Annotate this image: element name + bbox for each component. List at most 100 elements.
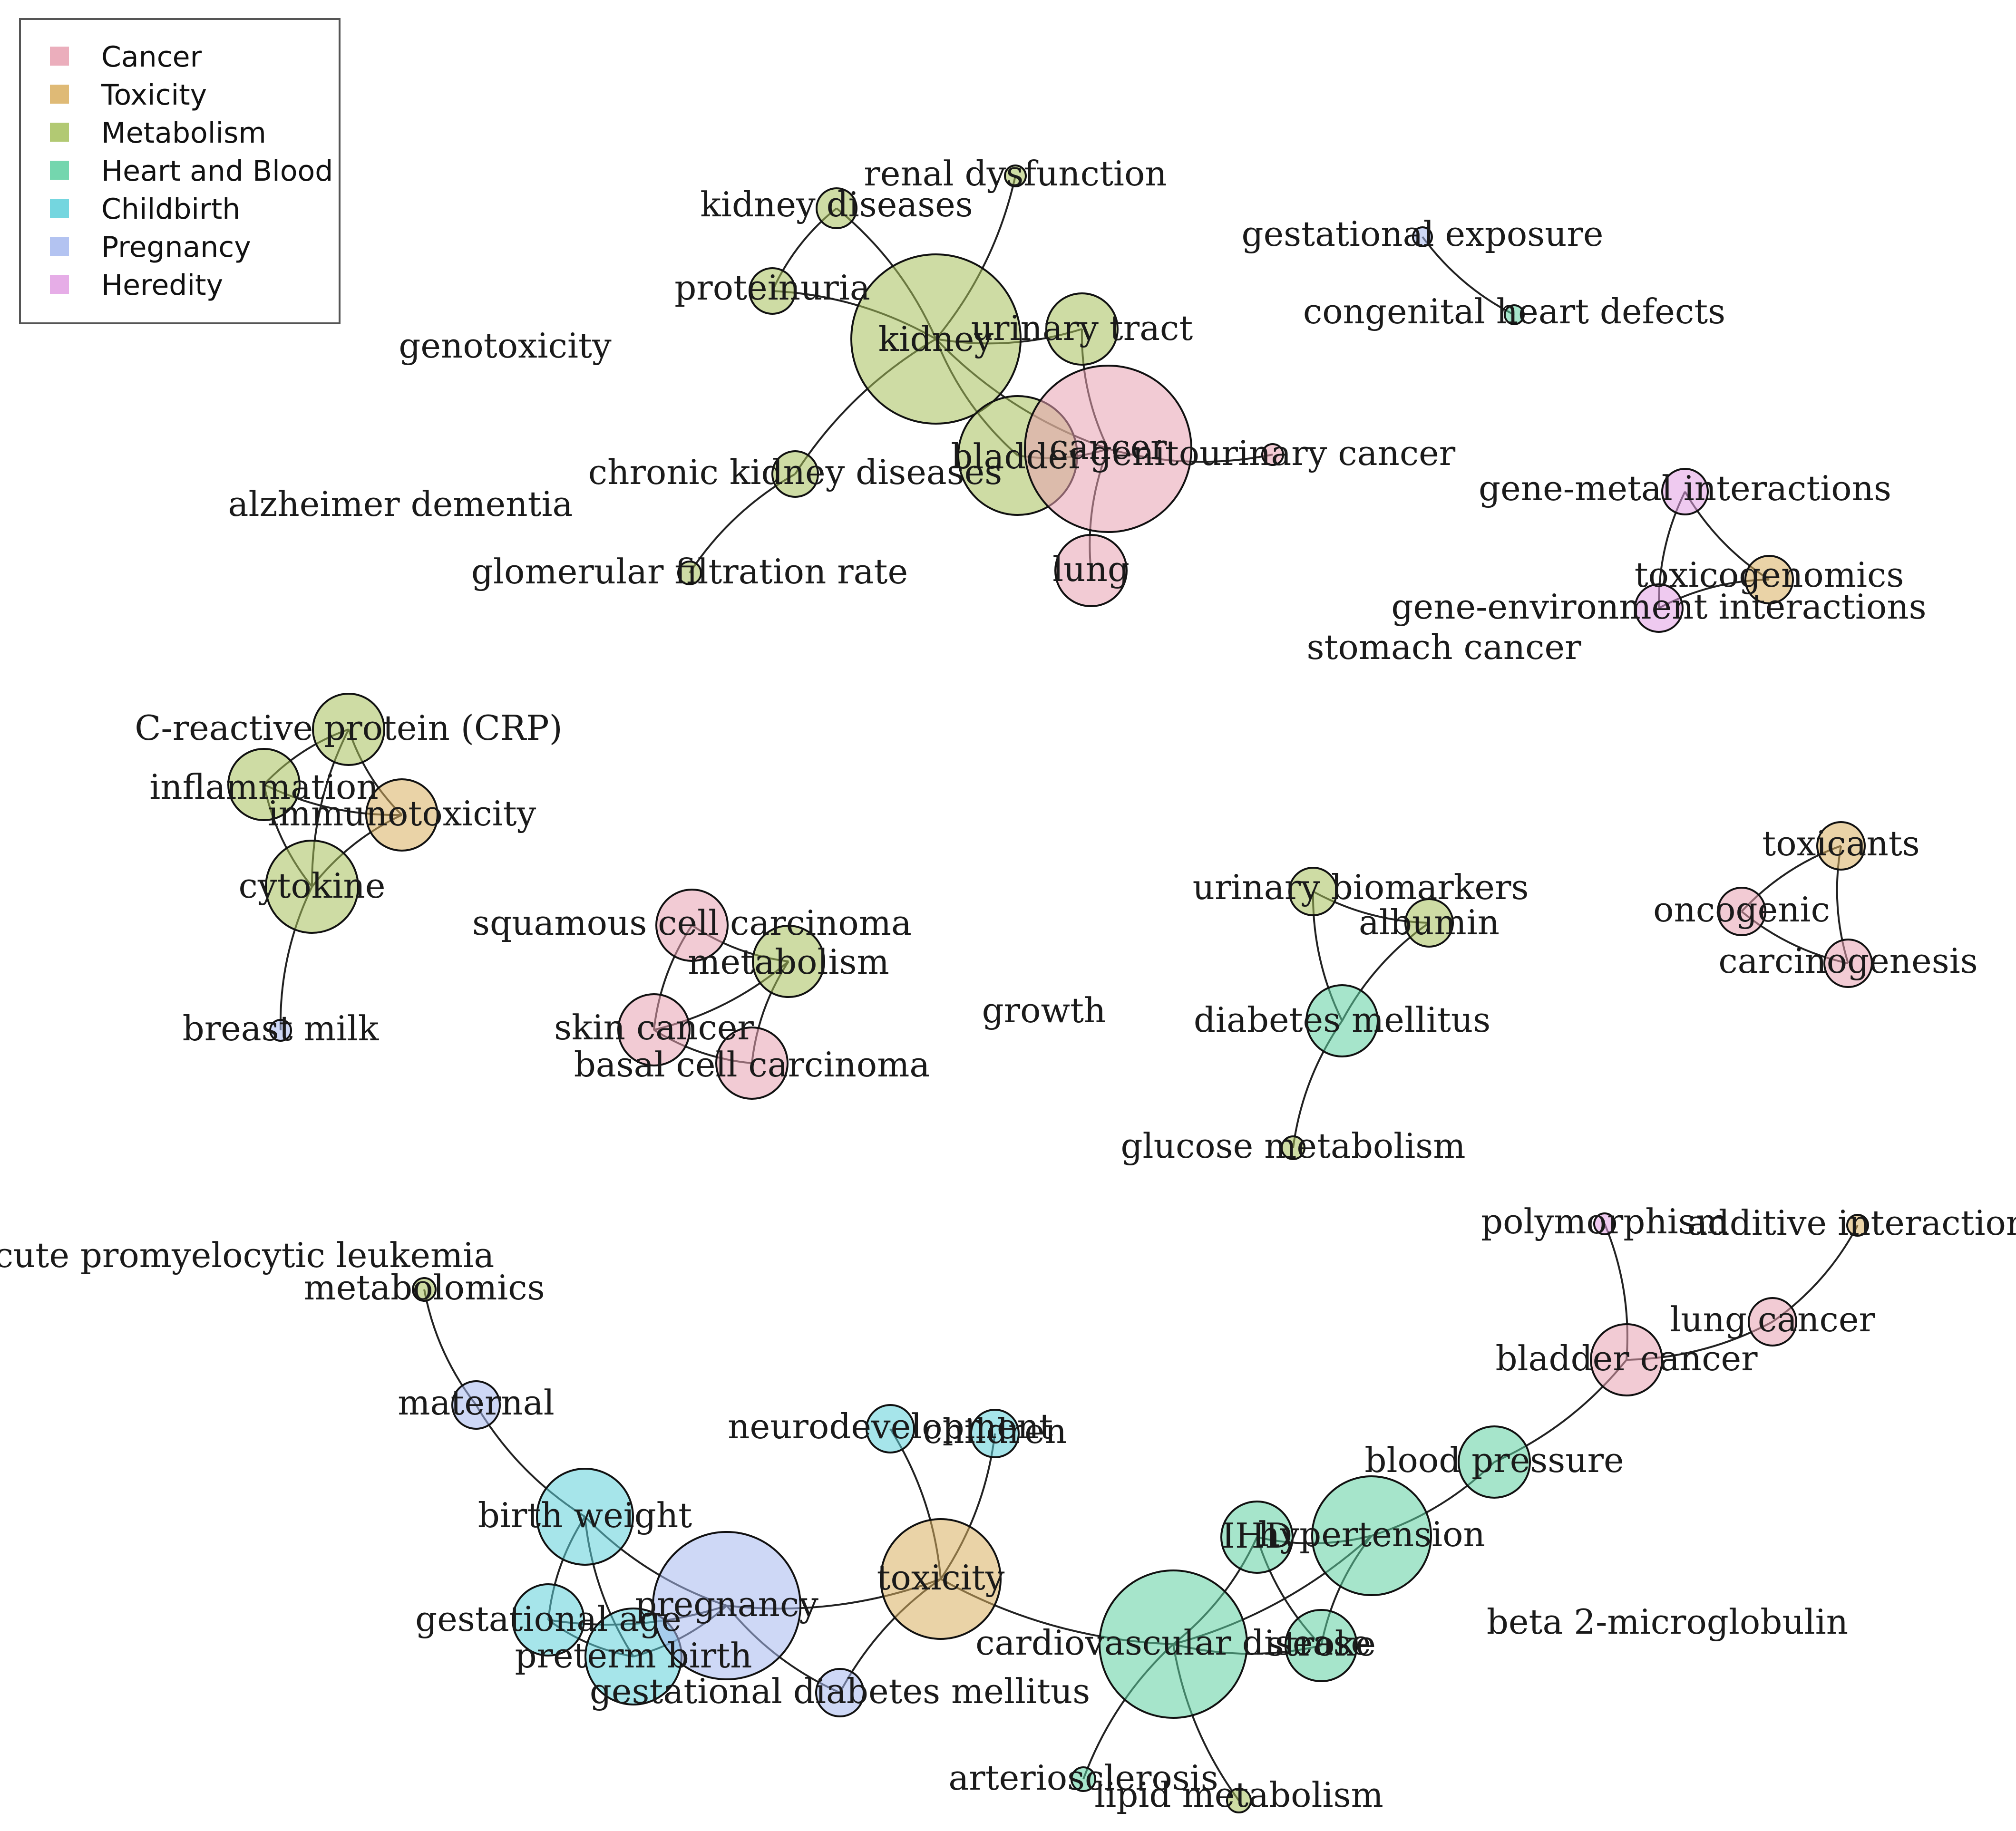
- node-label-maternal: maternal: [398, 1383, 554, 1423]
- node-label-kidney-diseases: kidney diseases: [700, 184, 973, 224]
- node-label-carcinogenesis: carcinogenesis: [1718, 941, 1977, 981]
- node-birth-weight: [536, 1468, 634, 1566]
- node-label-lipid-metabolism: lipid metabolism: [1094, 1775, 1383, 1815]
- node-breast-milk: [269, 1019, 292, 1042]
- legend-label-pregnancy: Pregnancy: [101, 231, 251, 264]
- node-label-neurodevelopment: neurodevelopment: [728, 1406, 1053, 1446]
- node-label-alzheimer-dementia: alzheimer dementia: [228, 484, 573, 524]
- node-label-pregnancy: pregnancy: [635, 1584, 818, 1624]
- node-label-immunotoxicity: immunotoxicity: [268, 794, 536, 833]
- node-label-basal-cell-carcinoma: basal cell carcinoma: [574, 1045, 930, 1085]
- node-label-cytokine: cytokine: [239, 866, 386, 906]
- node-label-polymorphism: polymorphism: [1481, 1201, 1728, 1241]
- legend-swatch-cancer: [50, 47, 69, 66]
- node-inflammation: [227, 748, 301, 821]
- node-skin-cancer: [617, 993, 691, 1066]
- node-label-ihd: IHD: [1222, 1516, 1293, 1556]
- legend-box: [19, 18, 341, 324]
- node-label-bladder-cancer: bladder cancer: [1495, 1338, 1758, 1378]
- node-gene-metal-interactions: [1661, 468, 1709, 515]
- node-pregnancy: [652, 1531, 801, 1680]
- node-cardiovascular-disease: [1099, 1569, 1248, 1719]
- node-ihd: [1220, 1501, 1294, 1574]
- node-basal-cell-carcinoma: [715, 1027, 789, 1100]
- node-label-toxicogenomics: toxicogenomics: [1635, 555, 1904, 595]
- node-hypertension: [1311, 1475, 1432, 1596]
- node-renal-dysfunction: [1004, 165, 1027, 187]
- node-glucose-metabolism: [1281, 1135, 1305, 1160]
- node-toxicants: [1816, 821, 1866, 871]
- node-label-lung-cancer: lung cancer: [1670, 1299, 1875, 1339]
- node-squamous-cell-carcinoma: [655, 889, 729, 962]
- node-diabetes-mellitus: [1305, 984, 1379, 1057]
- node-label-stomach-cancer: stomach cancer: [1307, 627, 1582, 667]
- node-toxicity: [880, 1518, 1002, 1640]
- node-label-gestational-age: gestational age: [415, 1599, 682, 1639]
- node-crp: [312, 693, 385, 766]
- node-stroke: [1285, 1609, 1358, 1682]
- node-urinary-tract: [1045, 292, 1119, 366]
- node-label-toxicants: toxicants: [1762, 823, 1919, 863]
- node-lipid-metabolism: [1226, 1788, 1252, 1813]
- legend-swatch-childbirth: [50, 199, 69, 218]
- legend-label-cancer: Cancer: [101, 40, 202, 74]
- legend-label-metabolism: Metabolism: [101, 116, 266, 150]
- legend-label-toxicity: Toxicity: [101, 78, 207, 112]
- node-label-lung: lung: [1052, 549, 1130, 589]
- node-label-glomerular-filtration-rate: glomerular filtration rate: [471, 552, 908, 591]
- node-label-beta-2-microglobulin: beta 2-microglobulin: [1487, 1602, 1848, 1642]
- node-label-toxicity: toxicity: [877, 1558, 1005, 1598]
- node-label-hypertension: hypertension: [1258, 1514, 1485, 1554]
- node-label-growth: growth: [982, 990, 1106, 1030]
- node-label-squamous-cell-carcinoma: squamous cell carcinoma: [472, 903, 912, 943]
- node-label-gestational-exposure: gestational exposure: [1241, 214, 1603, 254]
- node-label-children: children: [923, 1411, 1067, 1451]
- node-label-skin-cancer: skin cancer: [554, 1008, 754, 1047]
- node-cytokine: [265, 840, 359, 934]
- node-immunotoxicity: [365, 778, 438, 852]
- node-label-metabolomics: metabolomics: [303, 1268, 545, 1308]
- legend-label-childbirth: Childbirth: [101, 193, 240, 226]
- node-chronic-kidney-diseases: [771, 450, 819, 498]
- node-label-stroke: stroke: [1266, 1624, 1376, 1664]
- node-label-gestational-diabetes-mellitus: gestational diabetes mellitus: [590, 1671, 1090, 1711]
- node-label-gene-metal-interactions: gene-metal interactions: [1479, 468, 1891, 508]
- node-congenital-heart-defects: [1504, 304, 1525, 325]
- node-label-proteinuria: proteinuria: [674, 268, 870, 308]
- node-oncogenic: [1717, 887, 1766, 936]
- node-label-urinary-biomarkers: urinary biomarkers: [1193, 867, 1529, 907]
- legend-swatch-toxicity: [50, 85, 69, 104]
- node-cancer: [1024, 365, 1192, 533]
- node-label-birth-weight: birth weight: [478, 1495, 692, 1535]
- node-label-oncogenic: oncogenic: [1653, 890, 1830, 930]
- node-label-diabetes-mellitus: diabetes mellitus: [1194, 1000, 1490, 1040]
- node-label-preterm-birth: preterm birth: [515, 1636, 752, 1676]
- node-label-crp: C-reactive protein (CRP): [135, 708, 562, 748]
- node-carcinogenesis: [1823, 939, 1873, 988]
- node-label-gene-environment-interactions: gene-environment interactions: [1391, 587, 1926, 627]
- node-gestational-diabetes-mellitus: [815, 1668, 865, 1717]
- node-metabolomics: [412, 1277, 437, 1302]
- node-label-urinary-tract: urinary tract: [971, 308, 1193, 348]
- node-proteinuria: [749, 267, 796, 315]
- nodes: [227, 165, 1873, 1813]
- node-metabolism: [752, 925, 825, 998]
- node-label-cancer: cancer: [1050, 427, 1168, 467]
- node-polymorphism: [1593, 1212, 1616, 1235]
- node-arteriosclerosis: [1071, 1766, 1096, 1792]
- legend-swatch-heart-and-blood: [50, 161, 69, 180]
- legend-label-heart-and-blood: Heart and Blood: [101, 155, 333, 188]
- node-urinary-biomarkers: [1288, 867, 1338, 916]
- legend-swatch-pregnancy: [50, 237, 69, 256]
- node-label-genitourinary-cancer: genitourinary cancer: [1090, 433, 1456, 473]
- node-label-metabolism: metabolism: [688, 942, 889, 982]
- node-gestational-age: [512, 1583, 585, 1657]
- node-lung: [1054, 534, 1128, 607]
- node-additive-interaction: [1846, 1214, 1869, 1237]
- node-label-bladder: bladder: [951, 436, 1085, 476]
- node-label-acute-promyelocytic-leukemia: acute promyelocytic leukemia: [0, 1235, 494, 1275]
- node-albumin: [1404, 898, 1454, 948]
- node-lung-cancer: [1748, 1297, 1797, 1347]
